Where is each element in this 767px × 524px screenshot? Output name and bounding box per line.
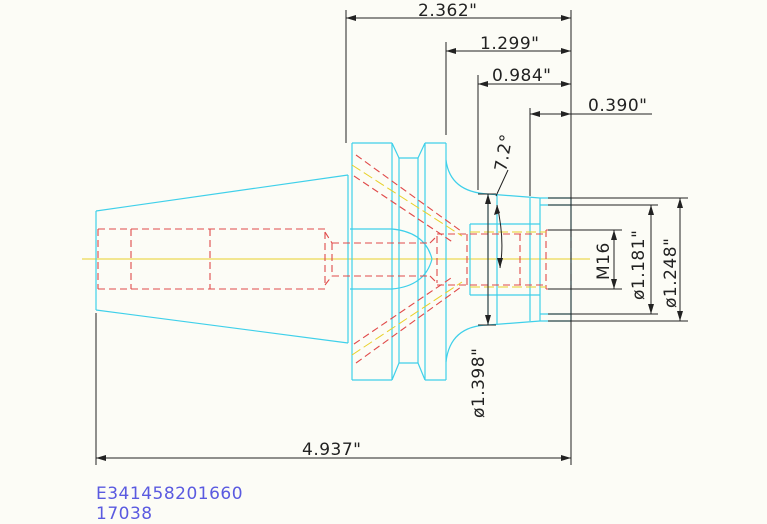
- dia-1248-label: ø1.248": [661, 238, 681, 308]
- dim-0390-label: 0.390": [588, 96, 648, 116]
- dia-1398-label: ø1.398": [469, 348, 489, 418]
- dim-0984-label: 0.984": [492, 66, 552, 86]
- dim-2362-label: 2.362": [418, 1, 478, 21]
- angle-label: 7.2°: [491, 132, 517, 172]
- overall-length-label: 4.937": [302, 440, 362, 460]
- holder-outline: [95, 142, 572, 381]
- dimension-lines: [95, 10, 688, 465]
- arrowheads: [96, 15, 683, 461]
- part-code: 17038: [96, 504, 153, 524]
- thread-label: M16: [594, 242, 614, 280]
- dim-1299-label: 1.299": [480, 34, 540, 54]
- part-number: E341458201660: [96, 484, 244, 504]
- channel-centerlines: [351, 164, 546, 356]
- dia-1181-label: ø1.181": [629, 230, 649, 300]
